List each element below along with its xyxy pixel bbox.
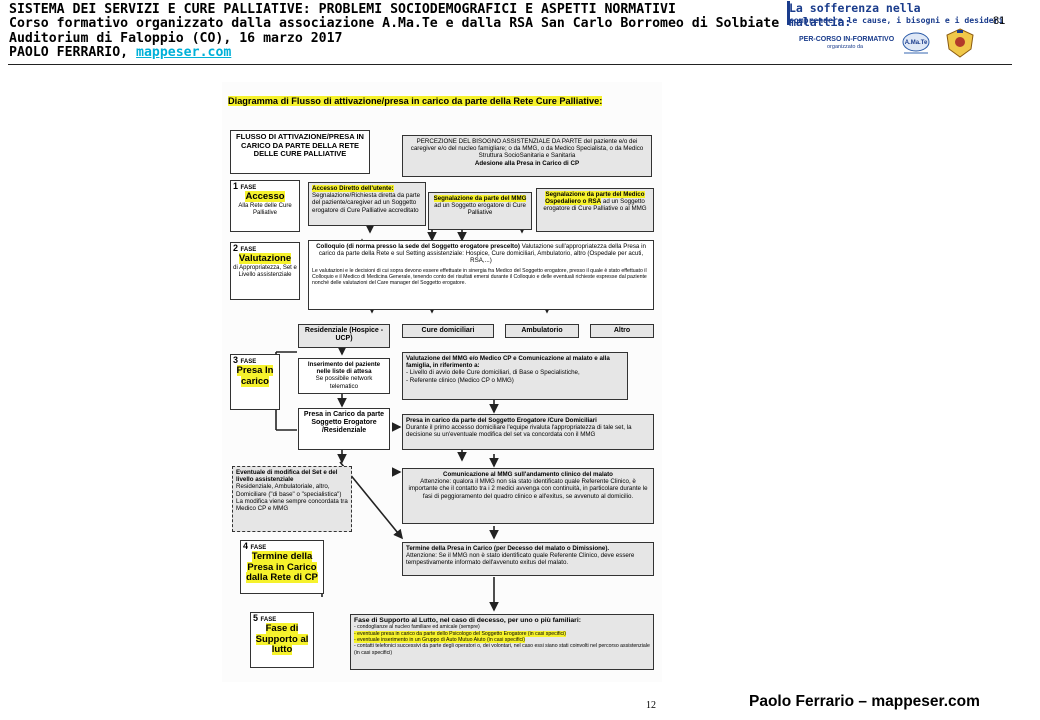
banner-accent <box>787 1 790 25</box>
fase-3-key: Presa In carico <box>236 365 274 387</box>
valutazione-mmg-head: Valutazione del MMG e/o Medico CP e Comu… <box>406 355 610 370</box>
segnalazione-mmg-body: ad un Soggetto erogatore di Cure Palliat… <box>434 202 526 217</box>
residenziale-box: Residenziale (Hospice -UCP) <box>298 324 390 348</box>
colloquio-box: Colloquio (di norma presso la sede del S… <box>308 240 654 310</box>
fase-4-label: 4 FASE <box>243 541 267 552</box>
presa-domiciliare-head: Presa in carico da parte del Soggetto Er… <box>406 417 597 424</box>
termine-presa-body: Attenzione: Se il MMG non è stato identi… <box>406 552 635 567</box>
termine-presa-head: Termine della Presa in Carico (per Deces… <box>406 545 610 552</box>
valutazione-mmg-item: - Livello di avvio delle Cure domiciliar… <box>406 369 580 377</box>
supporto-lutto-item: - eventuale inserimento in un Gruppo di … <box>354 637 525 644</box>
segnalazione-mmg-head: Segnalazione da parte del MMG <box>433 195 527 202</box>
fase-4-box: 4 FASE Termine della Presa in Carico dal… <box>240 540 324 594</box>
fase-1-box: 1 FASE Accesso Alla Rete delle Cure Pall… <box>230 180 300 232</box>
mappeser-link[interactable]: mappeser.com <box>136 45 232 61</box>
amate-logo-icon: A.Ma.Te <box>902 32 930 54</box>
inserimento-body: Se possibile network telematico <box>315 375 373 390</box>
fase-2-box: 2 FASE Valutazione di Appropriatezza, Se… <box>230 242 300 300</box>
slide-number: 12 <box>646 700 656 711</box>
comunicazione-mmg-body: Attenzione: qualora il MMG non sia stato… <box>408 478 648 500</box>
modifica-set-body: Residenziale, Ambulatoriale, altro, Domi… <box>236 483 348 513</box>
perception-text: PERCEZIONE DEL BISOGNO ASSISTENZIALE DA … <box>410 138 644 160</box>
accesso-diretto-body: Segnalazione/Richiesta diretta da parte … <box>312 192 421 214</box>
supporto-lutto-item: - contatti telefonici successivi da part… <box>354 643 650 656</box>
header-divider <box>8 64 1012 65</box>
colloquio-note: Le valutazioni e le decisioni di cui sop… <box>312 267 647 287</box>
modifica-set-head: Eventuale di modifica del Set e del live… <box>236 469 338 484</box>
fase-5-box: 5 FASE Fase di Supporto al lutto <box>250 612 314 668</box>
footer-credit: Paolo Ferrario – mappeser.com <box>749 693 980 710</box>
altro-box: Altro <box>590 324 654 338</box>
supporto-lutto-box: Fase di Supporto al Lutto, nel caso di d… <box>350 614 654 670</box>
page-number: 81 <box>993 15 1006 27</box>
fase-5-key: Fase di Supporto al lutto <box>255 623 309 655</box>
inserimento-box: Inserimento del paziente nelle liste di … <box>298 358 390 394</box>
perception-box: PERCEZIONE DEL BISOGNO ASSISTENZIALE DA … <box>402 135 652 177</box>
fase-5-label: 5 FASE <box>253 613 277 624</box>
perception-adhesion: Adesione alla Presa in Carico di CP <box>474 159 580 167</box>
segnalazione-ospedaliero-body: ad un Soggetto erogatore di Cure Palliat… <box>543 198 647 213</box>
fase-2-key: Valutazione <box>238 253 292 264</box>
presa-domiciliare-body: Durante il primo accesso domiciliare l'e… <box>406 424 632 439</box>
accesso-diretto-head: Accesso Diretto dell'utente: <box>312 185 394 192</box>
valutazione-mmg-box: Valutazione del MMG e/o Medico CP e Comu… <box>402 352 628 400</box>
flow-diagram: Diagramma di Flusso di attivazione/presa… <box>222 82 662 682</box>
fase-1-key: Accesso <box>245 191 285 202</box>
modifica-set-box: Eventuale di modifica del Set e del live… <box>232 466 352 532</box>
header-author: PAOLO FERRARIO, <box>9 45 137 61</box>
accesso-diretto-box: Accesso Diretto dell'utente: Segnalazion… <box>308 182 426 226</box>
segnalazione-ospedaliero-box: Segnalazione da parte del Medico Ospedal… <box>536 188 654 232</box>
colloquio-head: Colloquio (di norma presso la sede del S… <box>316 243 520 250</box>
inserimento-head: Inserimento del paziente nelle liste di … <box>307 361 381 376</box>
banner-program: PER-CORSO IN-FORMATIVO <box>799 36 895 43</box>
flow-title-box: FLUSSO DI ATTIVAZIONE/PRESA IN CARICO DA… <box>230 130 370 174</box>
supporto-lutto-head: Fase di Supporto al Lutto, nel caso di d… <box>354 617 581 624</box>
svg-text:A.Ma.Te: A.Ma.Te <box>905 40 928 46</box>
presa-residenziale-box: Presa in Carico da parte Soggetto Erogat… <box>298 408 390 450</box>
slide-header: SISTEMA DEI SERVIZI E CURE PALLIATIVE: P… <box>9 2 780 61</box>
fase-3-box: 3 FASE Presa In carico <box>230 354 280 410</box>
comunicazione-mmg-head: Comunicazione al MMG sull'andamento clin… <box>443 471 613 478</box>
header-venue: Auditorium di Faloppio (CO), 16 marzo 20… <box>9 30 343 46</box>
rsa-crest-icon <box>946 28 974 58</box>
comunicazione-mmg-box: Comunicazione al MMG sull'andamento clin… <box>402 468 654 524</box>
termine-presa-box: Termine della Presa in Carico (per Deces… <box>402 542 654 576</box>
banner-subtitle: comprendere le cause, i bisogni e i desi… <box>789 15 1004 25</box>
ambulatorio-box: Ambulatorio <box>505 324 579 338</box>
banner-title: La sofferenza nella malattia: <box>789 1 921 29</box>
fase-1-label: 1 FASE <box>233 181 257 192</box>
diagram-title: Diagramma di Flusso di attivazione/presa… <box>228 96 603 106</box>
banner-organized: organizzato da <box>827 44 864 50</box>
header-course: Corso formativo organizzato dalla associ… <box>9 16 780 32</box>
cure-domiciliari-box: Cure domiciliari <box>402 324 494 338</box>
supporto-lutto-item: - eventuale presa in carico da parte del… <box>354 630 566 637</box>
fase-2-label: 2 FASE <box>233 243 257 254</box>
course-banner: La sofferenza nella malattia: comprender… <box>787 0 1004 62</box>
header-title: SISTEMA DEI SERVIZI E CURE PALLIATIVE: P… <box>9 2 676 17</box>
segnalazione-mmg-box: Segnalazione da parte del MMG ad un Sogg… <box>428 192 532 230</box>
supporto-lutto-item: - condoglianze al nucleo familiare ed am… <box>354 624 480 631</box>
valutazione-mmg-item: - Referente clinico (Medico CP o MMG) <box>406 376 514 384</box>
fase-1-desc: Alla Rete delle Cure Palliative <box>238 202 292 216</box>
presa-domiciliare-box: Presa in carico da parte del Soggetto Er… <box>402 414 654 450</box>
fase-2-desc: di Appropriatezza, Set e Livello assiste… <box>233 264 297 278</box>
colloquio-body: Valutazione sull'appropriatezza della Pr… <box>318 243 646 265</box>
header-author-line: PAOLO FERRARIO, mappeser.com <box>9 46 779 60</box>
fase-3-label: 3 FASE <box>233 355 257 366</box>
fase-4-key: Termine della Presa in Carico dalla Rete… <box>246 551 318 583</box>
